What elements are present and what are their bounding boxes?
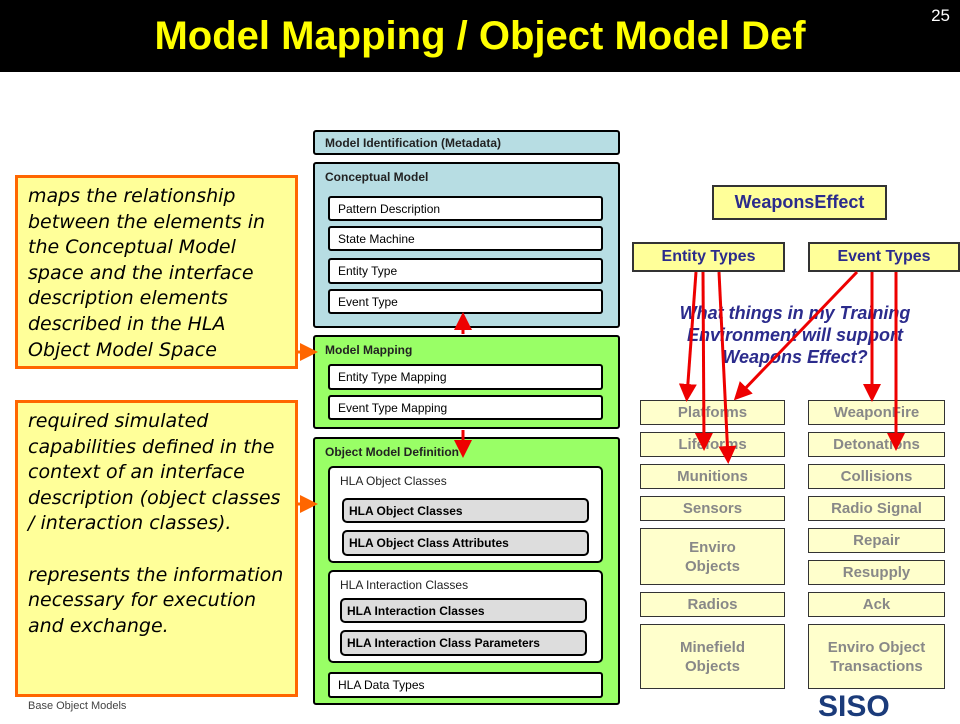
arrow-event-platforms [733, 270, 859, 401]
weapons-effect-box: WeaponsEffect [712, 185, 887, 220]
note-text: required simulated capabilities defined … [28, 410, 281, 535]
state-machine-box: State Machine [328, 226, 603, 251]
panel-label: Object Model Definition [325, 445, 459, 459]
hla-interaction-classes-box: HLA Interaction Classes [340, 598, 587, 623]
event-weaponfire: WeaponFire [808, 400, 945, 425]
entity-types-box: Entity Types [632, 242, 785, 272]
bom-logo: Base Object Models [28, 700, 127, 712]
entity-munitions: Munitions [640, 464, 785, 489]
panel-label: Model Mapping [325, 343, 413, 357]
event-repair: Repair [808, 528, 945, 553]
entity-platforms: Platforms [640, 400, 785, 425]
slide-title: Model Mapping / Object Model Def [154, 14, 806, 58]
event-type-mapping-box: Event Type Mapping [328, 395, 603, 420]
event-type-box: Event Type [328, 289, 603, 314]
panel-label: Conceptual Model [325, 170, 429, 184]
entity-enviro-objects: Enviro Objects [640, 528, 785, 585]
event-resupply: Resupply [808, 560, 945, 585]
note-text: represents the information necessary for… [28, 563, 284, 637]
arrow-entity-platforms [678, 271, 698, 402]
event-types-box: Event Types [808, 242, 960, 272]
event-radio-signal: Radio Signal [808, 496, 945, 521]
model-identification-panel: Model Identification (Metadata) [313, 130, 620, 155]
entity-minefield-objects: Minefield Objects [640, 624, 785, 689]
hla-interaction-class-parameters-box: HLA Interaction Class Parameters [340, 630, 587, 656]
arrow-entity-munitions [717, 271, 737, 464]
entity-type-mapping-box: Entity Type Mapping [328, 364, 603, 390]
entity-type-box: Entity Type [328, 258, 603, 284]
group-label: HLA Interaction Classes [340, 578, 469, 592]
event-ack: Ack [808, 592, 945, 617]
page-number: 25 [931, 6, 950, 25]
hla-object-classes-box: HLA Object Classes [342, 498, 589, 523]
title-bar [0, 0, 960, 72]
entity-radios: Radios [640, 592, 785, 617]
hla-data-types-box: HLA Data Types [328, 672, 603, 698]
entity-sensors: Sensors [640, 496, 785, 521]
question-text: What things in my Training Environment w… [679, 303, 911, 367]
group-label: HLA Object Classes [340, 474, 447, 488]
event-collisions: Collisions [808, 464, 945, 489]
siso-logo: SISO [818, 690, 890, 723]
event-enviro-object-transactions: Enviro Object Transactions [808, 624, 945, 689]
panel-label: Model Identification (Metadata) [325, 136, 502, 150]
hla-object-class-attributes-box: HLA Object Class Attributes [342, 530, 589, 556]
note-object-model: required simulated capabilities defined … [15, 400, 298, 697]
arrow-entity-lifeforms [694, 271, 713, 451]
note-text: maps the relationship between the elemen… [28, 185, 266, 361]
note-model-mapping: maps the relationship between the elemen… [15, 175, 298, 369]
pattern-description-box: Pattern Description [328, 196, 603, 221]
